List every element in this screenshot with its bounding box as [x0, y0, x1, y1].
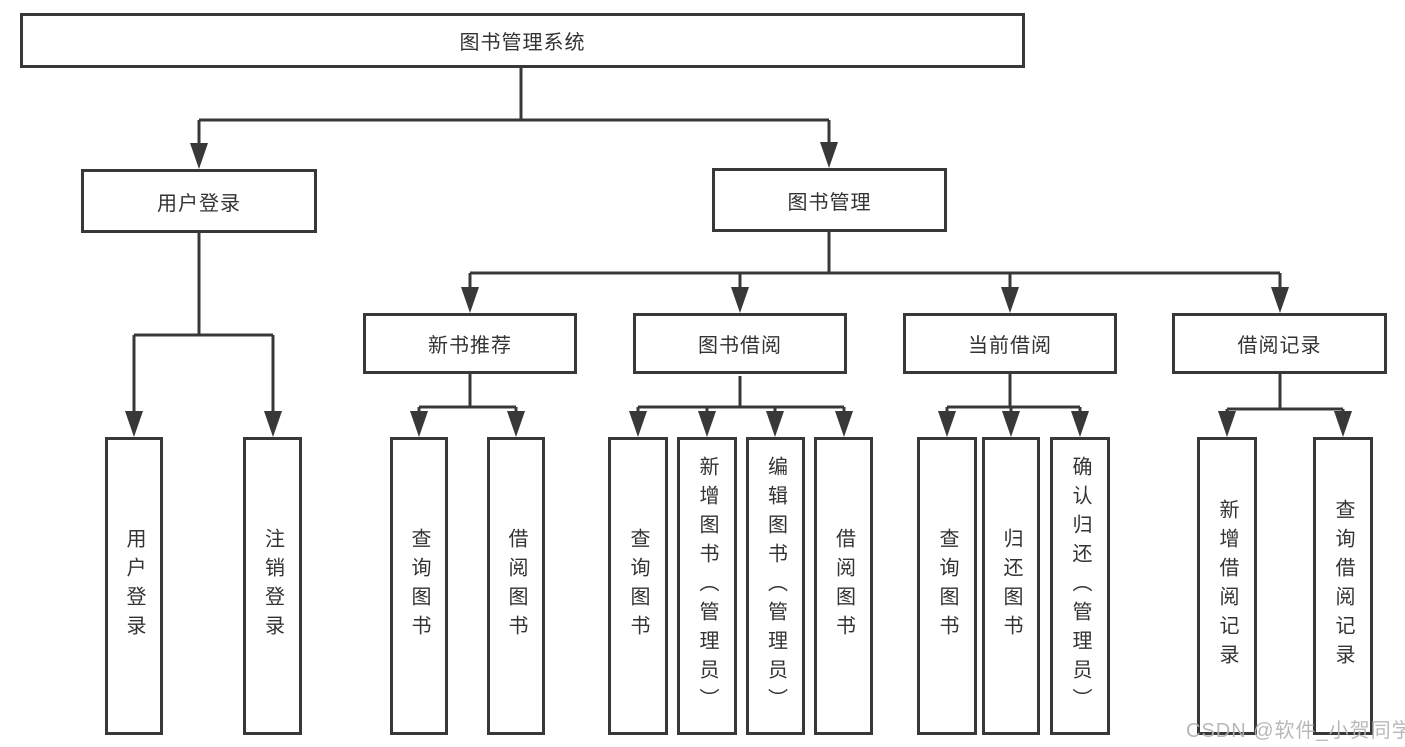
node-root-label: 图书管理系统: [459, 32, 586, 54]
connector-new-books: [410, 374, 525, 437]
leaf-query-books-recommend-label: 查询图书: [408, 528, 430, 644]
connector-book-management: [461, 232, 1289, 313]
leaf-query-books-current-label: 查询图书: [936, 528, 958, 644]
connector-borrow-records: [1218, 373, 1352, 437]
leaf-query-books-borrow-label: 查询图书: [627, 528, 649, 644]
leaf-edit-books-admin: 编辑图书（管理员）: [746, 437, 805, 735]
node-borrow-records-label: 借阅记录: [1237, 335, 1322, 357]
leaf-borrow-books-label: 借阅图书: [832, 528, 855, 644]
leaf-return-books-label: 归还图书: [1000, 528, 1022, 644]
leaf-logout-label: 注销登录: [261, 528, 284, 644]
leaf-add-books-admin: 新增图书（管理员）: [677, 437, 737, 735]
leaf-user-login: 用户登录: [105, 437, 163, 735]
leaf-borrow-books: 借阅图书: [814, 437, 873, 735]
leaf-user-login-label: 用户登录: [123, 528, 145, 644]
connector-user-login: [125, 233, 282, 437]
node-user-login-branch-label: 用户登录: [157, 192, 241, 215]
leaf-confirm-return-admin-label: 确认归还（管理员）: [1069, 455, 1091, 717]
leaf-borrow-books-recommend: 借阅图书: [487, 437, 545, 735]
connector-current-borrow: [938, 373, 1089, 437]
leaf-logout: 注销登录: [243, 437, 302, 735]
node-current-borrow-label: 当前借阅: [968, 335, 1052, 357]
node-book-borrow-label: 图书借阅: [698, 335, 782, 357]
leaf-return-books: 归还图书: [982, 437, 1040, 735]
connector-root: [190, 68, 838, 169]
leaf-add-borrow-record: 新增借阅记录: [1197, 437, 1257, 735]
node-user-login-branch: 用户登录: [81, 169, 317, 233]
leaf-query-borrow-record: 查询借阅记录: [1313, 437, 1373, 735]
leaf-confirm-return-admin: 确认归还（管理员）: [1050, 437, 1110, 735]
leaf-edit-books-admin-label: 编辑图书（管理员）: [764, 455, 787, 717]
leaf-query-books-current: 查询图书: [917, 437, 977, 735]
node-root: 图书管理系统: [20, 13, 1025, 68]
leaf-query-borrow-record-label: 查询借阅记录: [1332, 499, 1354, 673]
watermark: CSDN @软件_小贺同学: [1186, 720, 1405, 742]
leaf-query-books-borrow: 查询图书: [608, 437, 668, 735]
node-borrow-records: 借阅记录: [1172, 313, 1387, 374]
leaf-query-books-recommend: 查询图书: [390, 437, 448, 735]
node-book-management-label: 图书管理: [787, 191, 872, 214]
leaf-add-books-admin-label: 新增图书（管理员）: [696, 455, 718, 717]
connector-book-borrow: [629, 376, 853, 437]
leaf-add-borrow-record-label: 新增借阅记录: [1216, 499, 1238, 673]
leaf-borrow-books-recommend-label: 借阅图书: [505, 528, 527, 644]
node-current-borrow: 当前借阅: [903, 313, 1117, 374]
node-new-book-recommend-label: 新书推荐: [428, 335, 512, 357]
node-new-book-recommend: 新书推荐: [363, 313, 577, 374]
node-book-management: 图书管理: [712, 168, 947, 232]
node-book-borrow: 图书借阅: [633, 313, 847, 374]
